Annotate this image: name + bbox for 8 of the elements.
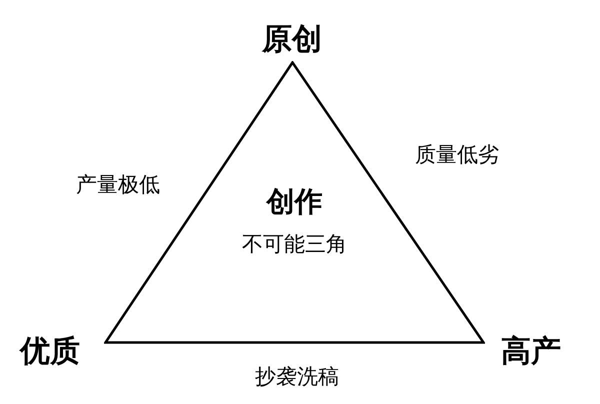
vertex-label: 优质 [20,337,80,367]
vertex-label: 原创 [262,25,322,55]
side-label: 抄袭洗稿 [255,366,339,388]
side-label: 质量低劣 [415,144,499,166]
center-title: 创作 [266,184,322,220]
center-subtitle: 不可能三角 [242,231,347,258]
vertex-label: 高产 [501,337,561,367]
side-label: 产量极低 [76,174,160,196]
